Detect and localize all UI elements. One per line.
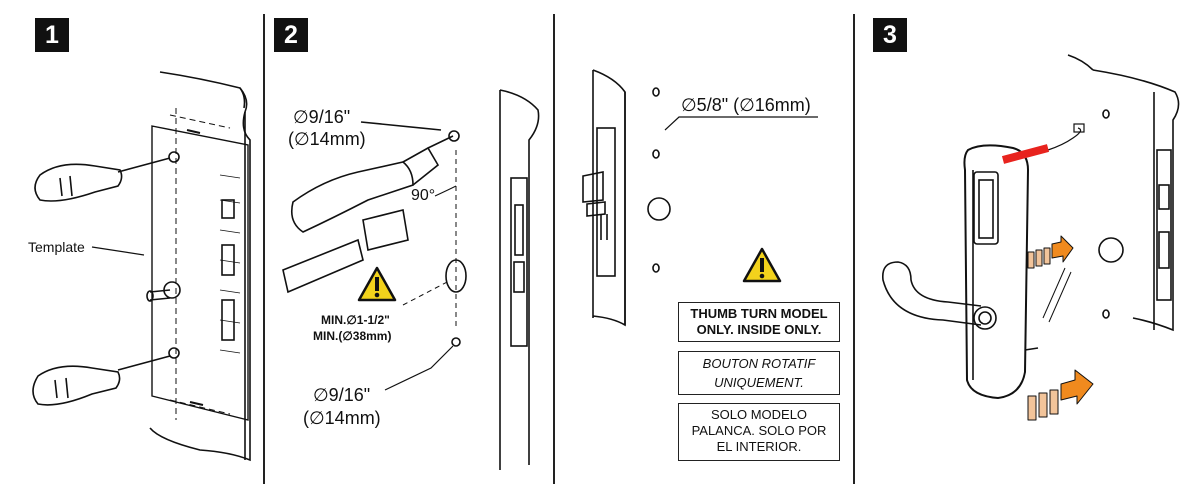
note-french: BOUTON ROTATIF UNIQUEMENT. xyxy=(678,351,840,395)
step-2-panel: 2 xyxy=(263,0,553,503)
note-english: THUMB TURN MODEL ONLY. INSIDE ONLY. xyxy=(678,302,840,342)
step-number-badge: 2 xyxy=(274,18,308,52)
step-number-badge: 3 xyxy=(873,18,907,52)
drill-angle-label: 90° xyxy=(411,187,436,204)
warning-icon xyxy=(357,266,397,302)
min-diameter-mm: MIN.(∅38mm) xyxy=(313,329,392,343)
step-number-badge: 1 xyxy=(35,18,69,52)
note-en-line-2: ONLY. INSIDE ONLY. xyxy=(696,322,822,337)
note-spanish: SOLO MODELO PALANCA. SOLO POR EL INTERIO… xyxy=(678,403,840,461)
note-fr-line-2: UNIQUEMENT. xyxy=(714,375,804,390)
top-hole-diameter-in: ∅9/16" xyxy=(293,107,351,127)
panel-divider-2 xyxy=(553,14,555,484)
thumb-turn-panel: ∅5/8" (∅16mm) THUMB TURN MODEL ONLY. INS… xyxy=(553,0,853,503)
panel-divider-3 xyxy=(853,14,855,484)
bottom-hole-diameter-mm: (∅14mm) xyxy=(303,408,381,428)
step-3-illustration xyxy=(881,54,1180,421)
note-es-line-3: EL INTERIOR. xyxy=(716,439,802,454)
note-fr-line-1: BOUTON ROTATIF xyxy=(702,356,816,371)
top-hole-diameter-mm: (∅14mm) xyxy=(288,129,366,149)
cable-icon xyxy=(1001,144,1050,164)
bottom-hole-diameter-in: ∅9/16" xyxy=(313,385,371,405)
note-en-line-1: THUMB TURN MODEL xyxy=(690,306,828,321)
note-es-line-1: SOLO MODELO xyxy=(710,407,808,422)
template-label: Template xyxy=(28,239,85,255)
insert-arrow-icon xyxy=(1027,235,1074,269)
insert-arrow-icon xyxy=(1027,369,1094,421)
thumb-hole-diameter: ∅5/8" (∅16mm) xyxy=(681,95,811,115)
step-2-illustration xyxy=(282,89,540,470)
thumb-turn-illustration xyxy=(582,69,818,327)
step-3-panel: 3 xyxy=(853,0,1196,503)
warning-icon xyxy=(742,247,782,283)
note-es-line-2: PALANCA. SOLO POR xyxy=(691,423,827,438)
min-diameter-in: MIN.∅1-1/2" xyxy=(321,313,390,327)
step-1-panel: 1 xyxy=(0,0,263,503)
panel-divider-1 xyxy=(263,14,265,484)
step-1-illustration xyxy=(32,71,251,462)
